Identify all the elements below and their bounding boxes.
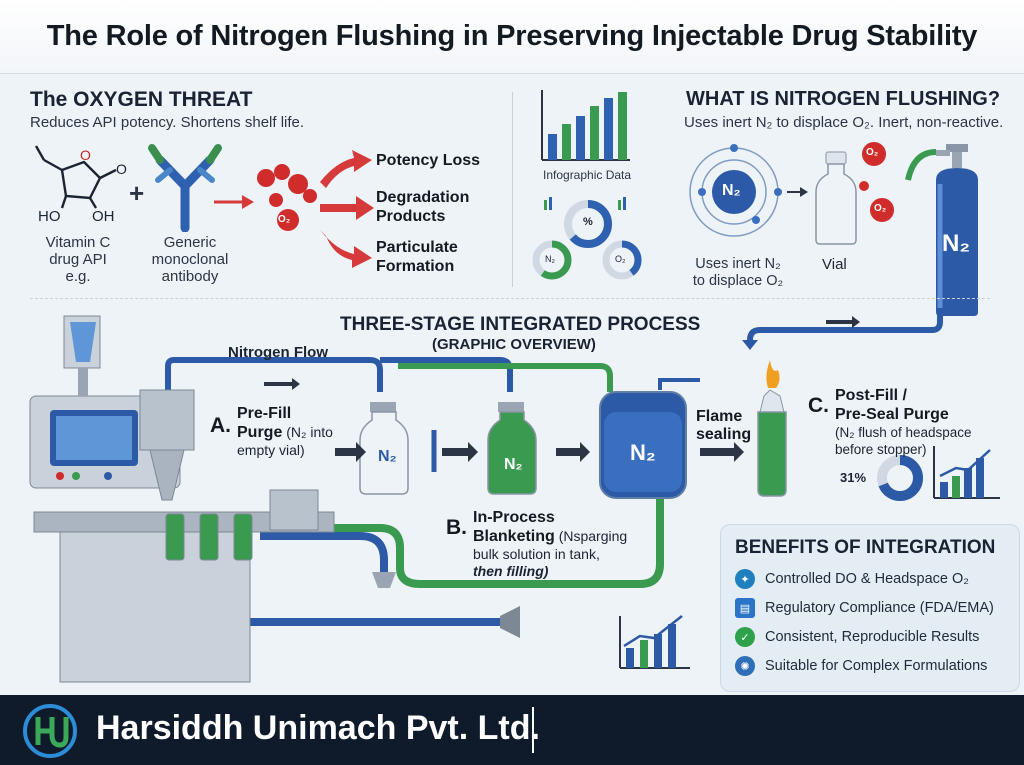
vitamin-c-caption-line: drug API [49, 251, 107, 268]
stage-b-letter: B. [446, 516, 467, 539]
nitrogen-caption-line: Uses inert N₂ [695, 256, 781, 272]
benefit-text: Controlled DO & Headspace O₂ [765, 571, 969, 587]
oxygen-molecules-icon [257, 164, 317, 231]
stage-c-title: Pre-Seal Purge [835, 406, 949, 423]
oxygen-threat-subtitle: Reduces API potency. Shortens shelf life… [30, 114, 305, 131]
svg-text:O: O [80, 147, 91, 163]
o2-molecule-label: O₂ [278, 214, 291, 225]
benefit-text: Consistent, Reproducible Results [765, 629, 980, 645]
antibody-caption-line: Generic [163, 234, 217, 251]
o2-bubble-label-1: O₂ [866, 147, 879, 158]
stage-b-desc: then filling) [473, 563, 549, 579]
outcome-potency-loss: Potency Loss [376, 152, 481, 169]
nitrogen-caption: Uses inert N₂ to displace O₂ [680, 256, 796, 290]
nitrogen-atom-label: N₂ [722, 182, 741, 199]
stage-b: B. In-Process Blanketing (Nsparging bulk… [446, 508, 627, 580]
tank-label: N₂ [630, 440, 656, 465]
vitamin-c-caption-line: e.g. [65, 268, 91, 285]
antibody-icon [148, 144, 222, 232]
oh-right-label: OH [92, 208, 115, 225]
donut-pct-label: % [583, 216, 593, 228]
nitrogen-flushing-subtitle: Uses inert N₂ to displace O₂. Inert, non… [684, 114, 1004, 131]
stage-b-title: Blanketing [473, 528, 555, 545]
vial-b-label: N₂ [504, 456, 523, 473]
benefit-item: ✦ Controlled DO & Headspace O₂ [735, 569, 969, 589]
nitrogen-flushing-heading: WHAT IS NITROGEN FLUSHING? [686, 88, 1001, 110]
flame-sealing-label: Flame sealing [696, 408, 751, 444]
donut-charts-icon [532, 197, 642, 280]
stage-b-desc: (Nsparging [558, 528, 628, 544]
antibody-caption-line: monoclonal [151, 251, 229, 268]
antibody-caption: Generic monoclonal antibody [140, 234, 240, 285]
stage-a-desc: empty vial) [237, 442, 305, 458]
infographic-label: Infographic Data [543, 168, 632, 182]
benefit-item: ✺ Suitable for Complex Formulations [735, 656, 987, 676]
vitamin-c-molecule-icon: O O [34, 145, 127, 209]
stage-c: C. Post-Fill / Pre-Seal Purge (N₂ flush … [808, 386, 972, 458]
footer: Harsiddh Unimach Pvt. Ltd. [0, 695, 1024, 765]
arrow-right-icon [787, 187, 808, 197]
section-divider [30, 298, 990, 299]
outcome-particulate: Particulate Formation [376, 239, 458, 275]
outcome-degradation: Degradation Products [376, 189, 470, 225]
o2-bubble-label-2: O₂ [874, 203, 887, 214]
stage-a-title: Pre-Fill [237, 405, 292, 422]
oxygen-bubbles-icon [859, 142, 894, 222]
section-divider [512, 92, 513, 287]
stage-c-desc: before stopper) [835, 442, 927, 457]
stage-a-letter: A. [210, 414, 231, 437]
atom-icon: ✺ [735, 656, 755, 676]
vitamin-c-caption-line: Vitamin C [45, 234, 111, 251]
process-heading: THREE-STAGE INTEGRATED PROCESS [340, 314, 701, 335]
nitrogen-caption-line: to displace O₂ [692, 273, 784, 289]
donut-percent-label: 31% [840, 470, 867, 485]
page-title: The Role of Nitrogen Flushing in Preserv… [46, 20, 978, 52]
company-name: Harsiddh Unimach Pvt. Ltd. [96, 709, 540, 747]
antibody-caption-line: antibody [161, 268, 219, 285]
vial-a-label: N₂ [378, 448, 397, 465]
benefits-heading: BENEFITS OF INTEGRATION [735, 537, 996, 558]
process-subheading: (GRAPHIC OVERVIEW) [432, 336, 596, 353]
oxygen-threat-heading: The OXYGEN THREAT [30, 88, 253, 111]
benefit-item: ✓ Consistent, Reproducible Results [735, 627, 979, 647]
process-diagram [29, 308, 1000, 683]
nitrogen-flow-label: Nitrogen Flow [228, 344, 328, 361]
stage-c-letter: C. [808, 394, 829, 417]
nitrogen-cylinder-icon [905, 144, 978, 316]
benefit-text: Suitable for Complex Formulations [765, 658, 988, 674]
molecule-icon: ✦ [735, 569, 755, 589]
nitrogen-atom-icon [689, 144, 782, 237]
company-logo-icon [23, 704, 77, 758]
stage-b-desc: bulk solution in tank, [473, 546, 600, 562]
bar-chart-icon [541, 90, 630, 161]
oh-left-label: HO [38, 208, 61, 225]
benefits-panel: BENEFITS OF INTEGRATION ✦ Controlled DO … [720, 524, 1020, 692]
flame-sealing-line: sealing [696, 426, 752, 443]
arrow-right-icon [214, 195, 254, 209]
donut-o2-label: O₂ [615, 254, 626, 264]
stage-a-title: Purge [237, 424, 283, 441]
title-bar: The Role of Nitrogen Flushing in Preserv… [0, 0, 1024, 74]
clipboard-icon: ▤ [735, 598, 755, 618]
benefit-text: Regulatory Compliance (FDA/EMA) [765, 600, 994, 616]
stage-a-desc: (N₂ into [286, 424, 333, 440]
vitamin-c-caption: Vitamin C drug API e.g. [28, 234, 128, 285]
stage-c-desc: (N₂ flush of headspace [835, 425, 972, 440]
footer-divider [532, 707, 534, 753]
stage-b-title: In-Process [473, 509, 555, 526]
outcome-arrows-icon [320, 150, 374, 268]
plus-sign: + [129, 178, 145, 208]
check-circle-icon: ✓ [735, 627, 755, 647]
stage-c-title: Post-Fill / [835, 387, 907, 404]
vial-label: Vial [822, 256, 847, 273]
svg-text:O: O [116, 161, 127, 177]
cylinder-label: N₂ [942, 230, 970, 257]
benefit-item: ▤ Regulatory Compliance (FDA/EMA) [735, 598, 994, 618]
donut-n2-label: N₂ [545, 254, 555, 264]
flame-sealing-line: Flame [696, 408, 743, 425]
vial-icon [815, 151, 857, 245]
stage-a: A. Pre-Fill Purge (N₂ into empty vial) [210, 404, 333, 459]
